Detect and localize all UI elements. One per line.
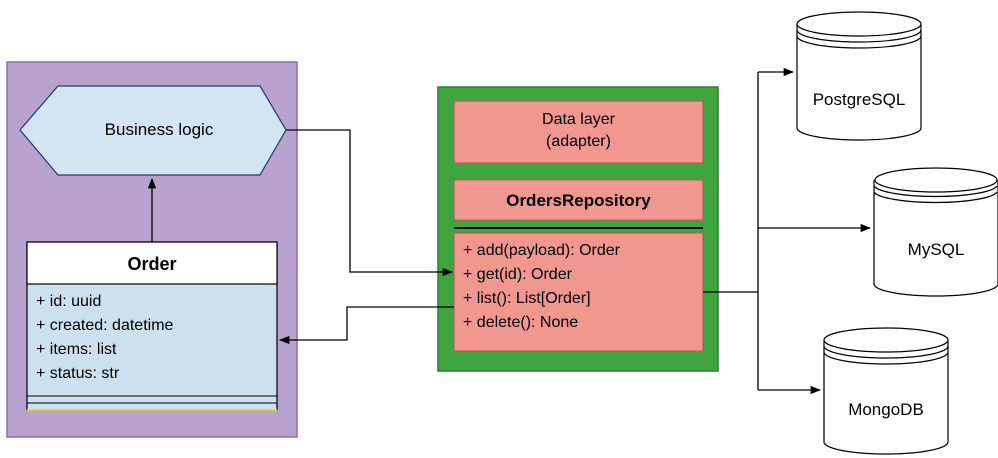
data-layer-box — [453, 100, 704, 164]
repository-to-order-arrow — [278, 306, 454, 345]
order-attribute: + status: str — [36, 365, 120, 382]
order-attribute: + created: datetime — [36, 317, 174, 334]
order-attribute: + items: list — [36, 341, 117, 358]
postgresql-cylinder — [796, 11, 922, 141]
mongodb-label: MongoDB — [848, 400, 924, 419]
repository-method: + add(payload): Order — [463, 242, 620, 259]
order-class-title: Order — [127, 253, 177, 274]
repository-method: + list(): List[Order] — [463, 290, 591, 307]
mysql-label: MySQL — [907, 240, 965, 259]
repository-method-list: + add(payload): Order + get(id): Order +… — [463, 239, 699, 335]
mysql-cylinder — [873, 167, 998, 297]
repository-title: OrdersRepository — [506, 191, 651, 210]
data-layer-subtitle: (adapter) — [546, 133, 611, 150]
business-to-repository-arrow — [286, 129, 454, 277]
repository-method: + get(id): Order — [463, 266, 572, 283]
postgresql-label: PostgreSQL — [812, 90, 906, 109]
mongodb-cylinder — [823, 327, 949, 455]
business-logic-hexagon — [19, 85, 287, 176]
business-logic-label: Business logic — [104, 120, 214, 139]
order-attribute-list: + id: uuid + created: datetime + items: … — [36, 290, 271, 386]
repository-header-box — [453, 179, 704, 221]
repository-method: + delete(): None — [463, 314, 579, 331]
data-layer-title: Data layer — [542, 111, 615, 128]
data-layer-label: Data layer (adapter) — [454, 109, 703, 153]
order-class-header — [26, 241, 278, 285]
order-attribute: + id: uuid — [36, 293, 102, 310]
repository-methods-box — [453, 232, 704, 352]
